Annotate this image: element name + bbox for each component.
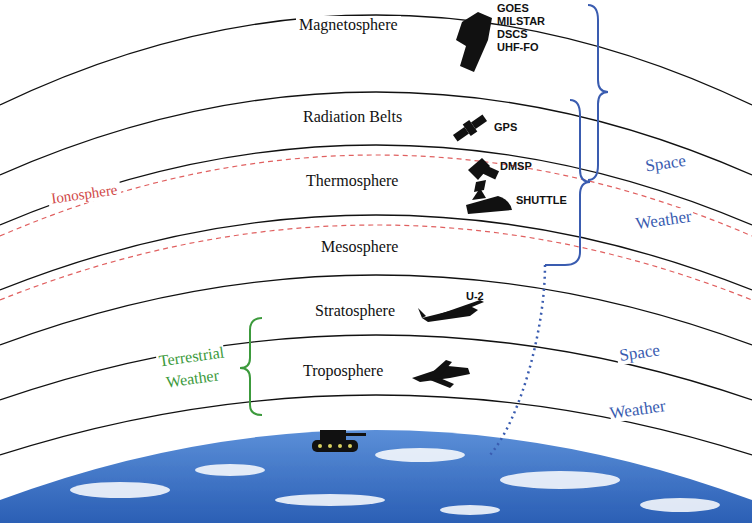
satellite-name: DSCS: [497, 28, 528, 41]
bracket-label: Space Weather: [571, 323, 672, 446]
satellite-name: GOES: [497, 2, 529, 15]
space-shuttle: [466, 188, 512, 214]
satellite-name: MILSTAR: [497, 15, 545, 28]
tank-detail: [318, 444, 352, 448]
satellite-name: DMSP: [500, 160, 532, 173]
layer-name: Thermosphere: [303, 172, 401, 190]
earth: [0, 430, 752, 523]
layer-name: Radiation Belts: [300, 108, 405, 126]
u2-aircraft: [418, 300, 484, 322]
gps-satellite: [451, 112, 489, 144]
layer-arcs: [0, 15, 752, 455]
dmsp-satellite: [468, 158, 499, 192]
geo-satellite: [456, 12, 492, 72]
fighter-jet: [412, 360, 470, 388]
vehicle-icons: [312, 12, 512, 452]
tank: [312, 430, 366, 452]
aircraft-name: U-2: [466, 290, 484, 303]
space-weather-brace: [490, 5, 608, 455]
satellite-name: UHF-FO: [497, 41, 539, 54]
layer-name: Magnetosphere: [296, 16, 401, 34]
layer-name: Troposphere: [300, 362, 386, 380]
satellite-name: SHUTTLE: [516, 194, 567, 207]
layer-name: Mesosphere: [318, 238, 401, 256]
clouds: [70, 448, 720, 515]
terrestrial-weather-brace: [240, 318, 262, 415]
layer-name: Stratosphere: [312, 302, 398, 320]
bracket-label: Terrestrial Weather: [147, 340, 236, 395]
satellite-name: GPS: [494, 121, 517, 134]
bracket-label: Space Weather: [605, 133, 698, 255]
